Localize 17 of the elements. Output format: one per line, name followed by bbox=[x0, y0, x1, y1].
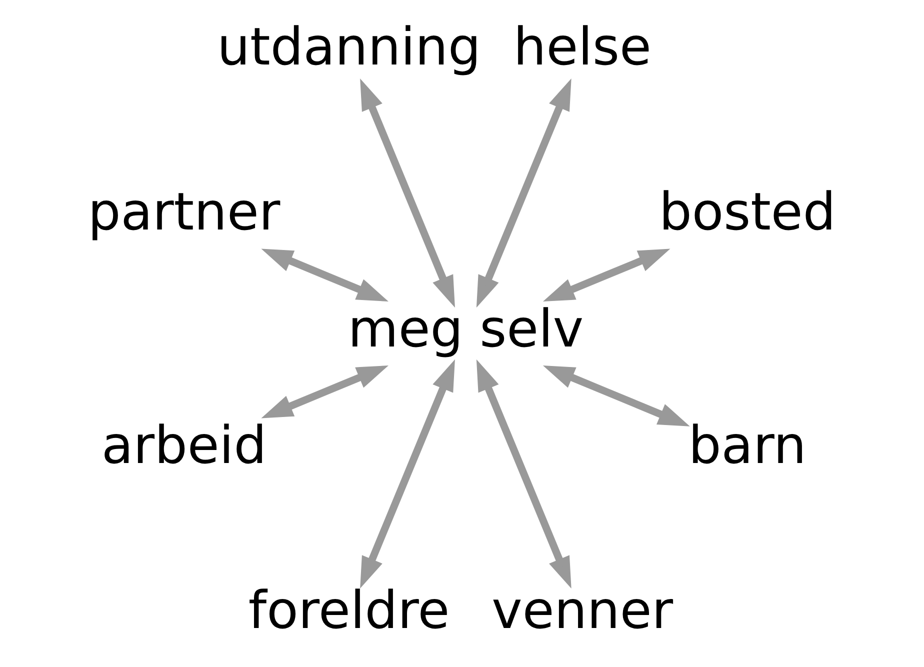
arrow bbox=[261, 248, 388, 302]
node-text: helse bbox=[513, 18, 652, 78]
node-text: barn bbox=[688, 416, 806, 476]
node-text: utdanning bbox=[217, 18, 481, 78]
arrow bbox=[542, 248, 670, 302]
node-text: meg selv bbox=[348, 299, 584, 360]
arrow bbox=[542, 366, 690, 426]
arrow bbox=[360, 359, 455, 589]
node-text: foreldre bbox=[248, 580, 450, 641]
arrow bbox=[261, 366, 388, 418]
node-text: venner bbox=[492, 580, 674, 641]
node-text: arbeid bbox=[101, 416, 267, 476]
arrow bbox=[476, 359, 572, 589]
node-text: bosted bbox=[659, 182, 836, 243]
arrow bbox=[360, 78, 455, 308]
node-text: partner bbox=[88, 182, 280, 243]
arrow bbox=[476, 78, 572, 308]
